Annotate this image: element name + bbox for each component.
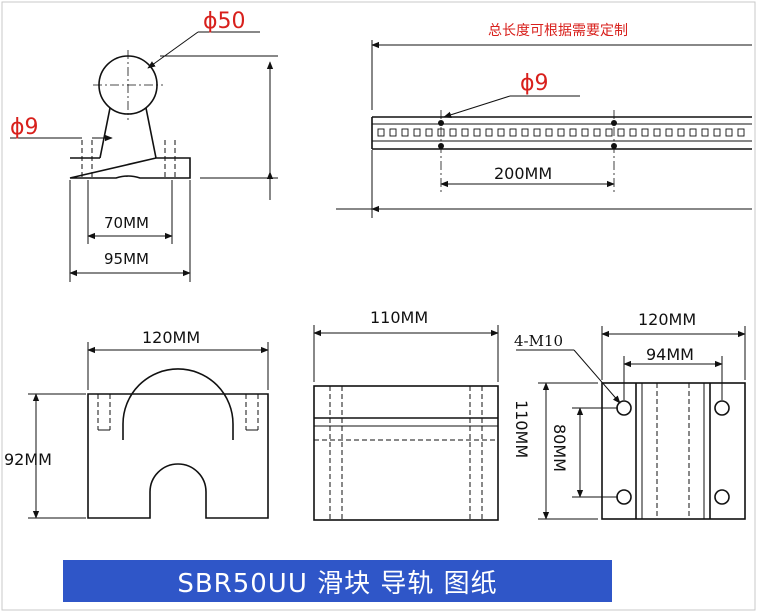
- rail-slot: [533, 128, 541, 137]
- top-hole-spacing-dim: 94MM: [646, 345, 694, 364]
- rail-slot: [605, 128, 613, 137]
- rail-slot: [569, 128, 577, 137]
- rail-slot: [677, 128, 685, 137]
- title-banner: SBR50UU 滑块 导轨 图纸: [63, 560, 612, 602]
- rail-slot: [521, 128, 529, 137]
- rail-slot: [557, 128, 565, 137]
- rail-slot: [581, 128, 589, 137]
- rail-slot: [425, 128, 433, 137]
- rail-pitch-dim: 200MM: [494, 164, 552, 183]
- rail-side-view: 总长度可根据需要定制 ϕ9 200MM: [336, 23, 752, 218]
- rail-slots: [377, 128, 745, 137]
- rail-slot: [545, 128, 553, 137]
- front-width-dim: 120MM: [142, 328, 200, 347]
- rail-slot: [629, 128, 637, 137]
- support-inner-dim: 70MM: [104, 214, 149, 232]
- support-hole-label: ϕ9: [10, 115, 39, 140]
- banner-title: SBR50UU 滑块 导轨 图纸: [177, 568, 498, 599]
- front-height-dim: 92MM: [4, 450, 52, 469]
- block-top-view: 4-M10 120MM 94MM 110MM 80MM: [512, 310, 746, 520]
- rail-slot: [701, 128, 709, 137]
- side-length-dim: 110MM: [370, 308, 428, 327]
- rail-slot: [737, 128, 745, 137]
- rail-slot: [725, 128, 733, 137]
- bolt-hole: [616, 400, 632, 416]
- rail-slot: [377, 128, 385, 137]
- rail-slot: [497, 128, 505, 137]
- rail-slot: [653, 128, 661, 137]
- rail-slot: [449, 128, 457, 137]
- screw-label: 4-M10: [514, 332, 563, 350]
- rail-slot: [401, 128, 409, 137]
- bolt-hole: [616, 489, 632, 505]
- rail-slot: [509, 128, 517, 137]
- rail-slot: [593, 128, 601, 137]
- support-outer-dim: 95MM: [104, 250, 149, 268]
- rail-slot: [413, 128, 421, 137]
- rail-hole-label: ϕ9: [520, 71, 549, 96]
- rail-slot: [641, 128, 649, 137]
- top-hole-pitch-dim: 80MM: [550, 424, 569, 472]
- rail-length-note: 总长度可根据需要定制: [488, 23, 628, 39]
- support-end-view: ϕ50 ϕ9 70MM 95MM: [10, 9, 278, 282]
- rail-slot: [473, 128, 481, 137]
- rail-slot: [617, 128, 625, 137]
- rail-slot: [389, 128, 397, 137]
- rail-slot: [713, 128, 721, 137]
- rail-slot: [485, 128, 493, 137]
- block-front-view: 120MM 92MM: [4, 328, 269, 519]
- bolt-hole: [714, 400, 730, 416]
- bolt-hole: [714, 489, 730, 505]
- block-side-view: 110MM: [313, 308, 499, 521]
- support-diameter-label: ϕ50: [203, 9, 246, 34]
- rail-slot: [665, 128, 673, 137]
- top-width-dim: 120MM: [638, 310, 696, 329]
- top-length-dim: 110MM: [512, 400, 531, 458]
- rail-slot: [689, 128, 697, 137]
- rail-slot: [461, 128, 469, 137]
